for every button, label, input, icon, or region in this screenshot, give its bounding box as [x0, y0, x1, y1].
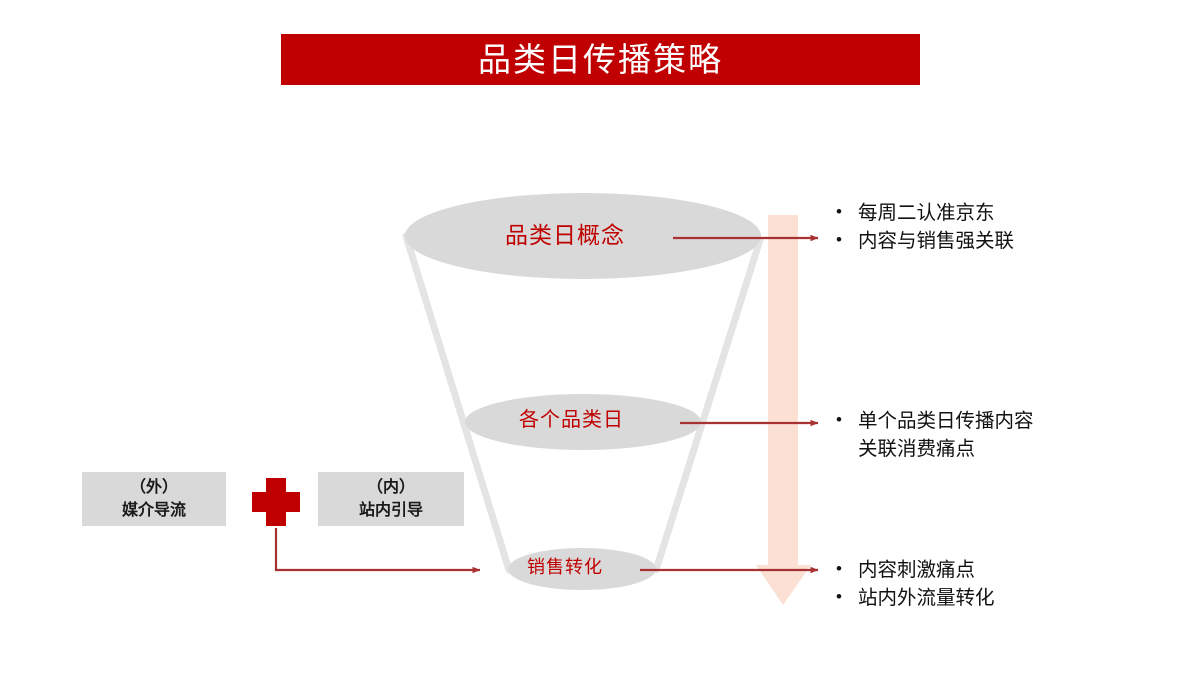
connector-arrow-elbow [274, 528, 481, 574]
list-item: • 每周二认准京东 [836, 200, 1014, 228]
funnel-stage-label-bottom: 销售转化 [527, 557, 603, 577]
bullet-text-line: 关联消费痛点 [858, 437, 976, 460]
bullet-text-line: 单个品类日传播内容 [858, 410, 1034, 432]
funnel-stage-label-middle: 各个品类日 [519, 409, 624, 431]
bullet-marker: • [836, 410, 842, 429]
source-box-internal[interactable]: （内） 站内引导 [318, 472, 464, 526]
bullet-text: 单个品类日传播内容 关联消费痛点 [858, 408, 1034, 463]
bullet-text: 内容与销售强关联 [858, 228, 1014, 256]
bullet-marker: • [836, 202, 842, 221]
bullet-text-line: 内容刺激痛点 [858, 559, 976, 581]
plus-sign-icon [252, 478, 300, 526]
bullet-group-bottom: • 内容刺激痛点 • 站内外流量转化 [836, 557, 995, 612]
funnel-stage-label-top: 品类日概念 [505, 222, 625, 248]
bullet-group-middle: • 单个品类日传播内容 关联消费痛点 [836, 408, 1034, 463]
list-item: • 站内外流量转化 [836, 585, 995, 613]
bullet-group-top: • 每周二认准京东 • 内容与销售强关联 [836, 200, 1014, 255]
bullet-marker: • [836, 229, 842, 249]
downward-flow-arrow [756, 215, 811, 605]
list-item: • 单个品类日传播内容 关联消费痛点 [836, 408, 1034, 463]
source-box-external[interactable]: （外） 媒介导流 [82, 472, 226, 526]
source-box-external-line2: 媒介导流 [121, 502, 186, 519]
bullet-text: 每周二认准京东 [858, 200, 995, 228]
list-item: • 内容与销售强关联 [836, 228, 1014, 256]
bullet-text-line: 每周二认准京东 [858, 202, 995, 224]
source-box-internal-line2: 站内引导 [358, 502, 423, 519]
bullet-text-line: 站内外流量转化 [858, 586, 995, 609]
bullet-text-line: 内容与销售强关联 [858, 229, 1015, 252]
bullet-marker: • [836, 559, 842, 578]
page-title: 品类日传播策略 [478, 41, 723, 78]
bullet-text: 内容刺激痛点 [858, 557, 975, 585]
list-item: • 内容刺激痛点 [836, 557, 995, 585]
page-title-banner: 品类日传播策略 [281, 34, 920, 85]
source-box-internal-line1: （内） [366, 478, 415, 496]
bullet-text: 站内外流量转化 [858, 585, 995, 613]
bullet-marker: • [836, 586, 842, 606]
source-box-external-line1: （外） [129, 478, 178, 496]
